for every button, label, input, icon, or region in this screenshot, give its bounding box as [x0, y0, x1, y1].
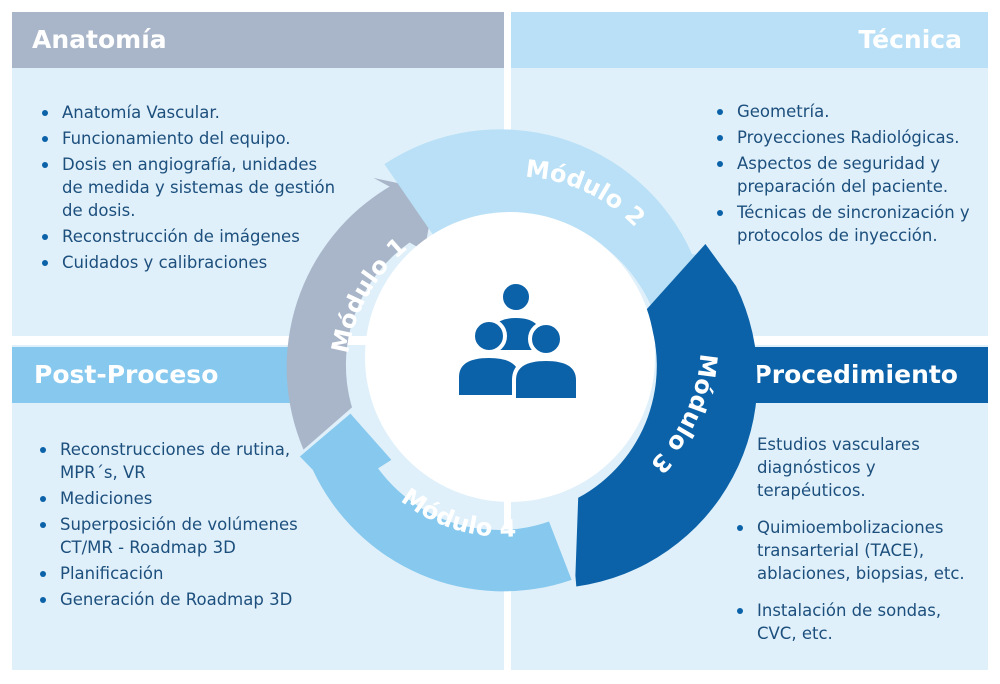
header-tecnica: Técnica	[511, 12, 988, 68]
module-3-arrow	[575, 244, 758, 587]
list-tecnica: Geometría. Proyecciones Radiológicas. As…	[715, 100, 987, 250]
module-1-arrow	[286, 177, 435, 450]
list-item: Proyecciones Radiológicas.	[715, 126, 987, 149]
list-item: Aspectos de seguridad y preparación del …	[715, 152, 987, 198]
list-item: Cuidados y calibraciones	[40, 251, 340, 274]
list-item: Funcionamiento del equipo.	[40, 127, 340, 150]
list-item: Dosis en angiografía, unidades de medida…	[40, 153, 340, 222]
list-procedimiento: Estudios vasculares diagnósticos y terap…	[735, 433, 980, 659]
center-circle	[365, 212, 655, 502]
list-item: Mediciones	[38, 487, 318, 510]
list-item: Técnicas de sincronización y protocolos …	[715, 201, 987, 247]
list-item: Reconstrucciones de rutina, MPR´s, VR	[38, 438, 318, 484]
list-item: Superposición de volúmenes CT/MR - Roadm…	[38, 513, 318, 559]
list-item: Geometría.	[715, 100, 987, 123]
list-item: Anatomía Vascular.	[40, 101, 340, 124]
header-post-proceso: Post-Proceso	[12, 347, 324, 403]
list-item: Planificación	[38, 562, 318, 585]
module-4-arrow	[299, 413, 572, 592]
list-item: Instalación de sondas, CVC, etc.	[735, 599, 980, 645]
list-item: Quimioembolizaciones transarterial (TACE…	[735, 516, 980, 585]
list-post-proceso: Reconstrucciones de rutina, MPR´s, VR Me…	[38, 438, 318, 614]
list-item: Estudios vasculares diagnósticos y terap…	[735, 433, 980, 502]
list-anatomia: Anatomía Vascular. Funcionamiento del eq…	[40, 101, 340, 277]
list-item: Generación de Roadmap 3D	[38, 588, 318, 611]
group-people-icon	[455, 280, 580, 402]
module-2-arrow	[384, 129, 711, 325]
list-item: Reconstrucción de imágenes	[40, 225, 340, 248]
header-anatomia: Anatomía	[12, 12, 504, 68]
